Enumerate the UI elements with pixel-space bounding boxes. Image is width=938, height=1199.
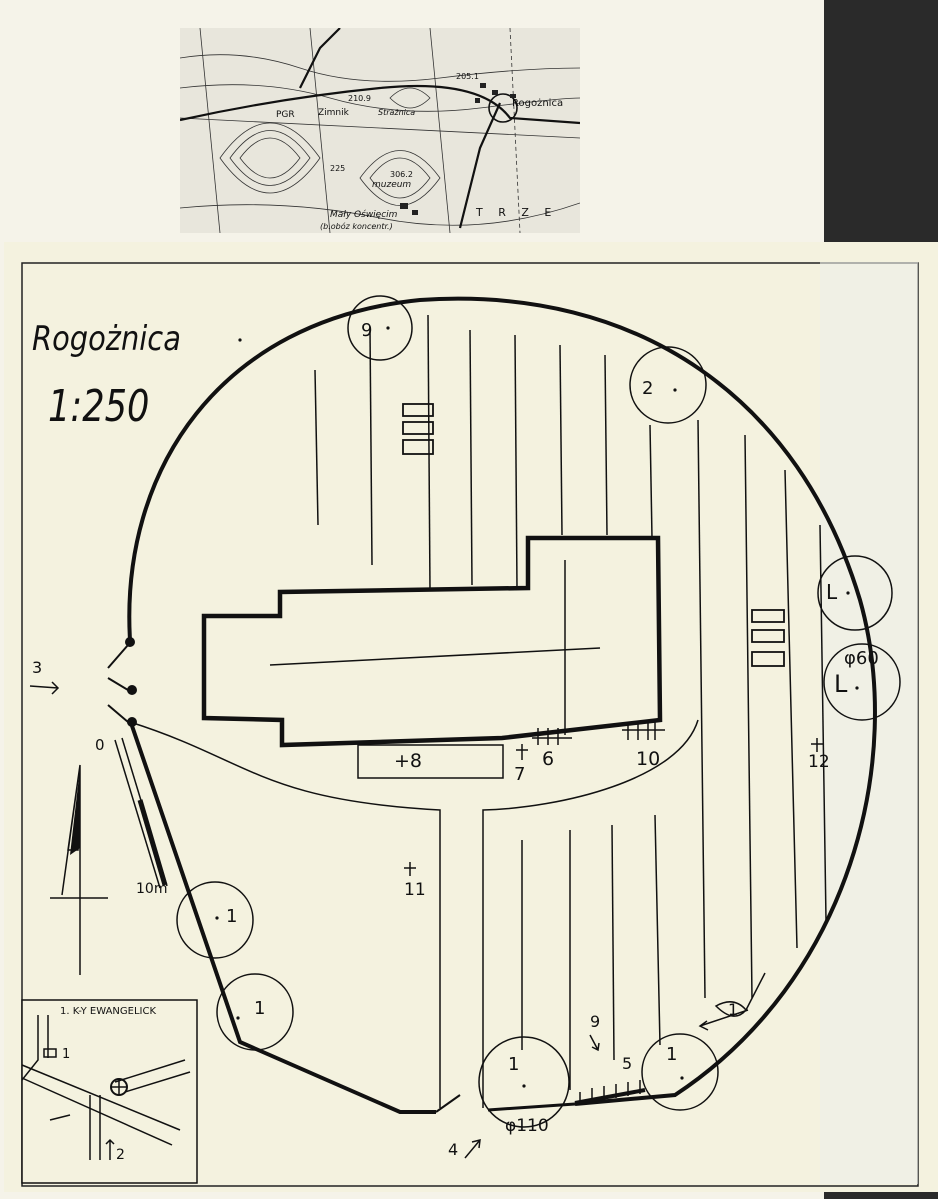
grave-rows-south: [521, 814, 661, 1090]
gate-post: [125, 637, 135, 647]
marker-5: 5: [622, 1054, 633, 1073]
plan-scale: 1:250: [48, 381, 150, 432]
grave-circles: [176, 295, 901, 1128]
north-arrow: [50, 764, 108, 975]
marker-12: 12: [808, 752, 830, 772]
grave-label-L1: L: [826, 580, 838, 604]
marker-10m: 10m: [136, 881, 168, 897]
annex-8: [357, 744, 504, 779]
arrow-4: [464, 1139, 481, 1159]
marker-6: 6: [542, 748, 555, 770]
grave-label-1e: 1: [508, 1054, 520, 1075]
arrow-grave-1-tail: [745, 972, 766, 1011]
boundary-wall-southwest: [128, 719, 436, 1114]
inset-label: 1. K-Y EWANGELICK: [60, 1006, 157, 1017]
arrow-grave-1: [698, 1009, 749, 1031]
arrow-3: [29, 681, 60, 695]
gate-lines: [107, 644, 129, 723]
gate-leaf: [435, 1094, 461, 1113]
grave-label-L2-diameter: φ60: [844, 648, 879, 669]
marker-8: +8: [394, 750, 423, 772]
grave-label-2: 2: [642, 378, 654, 399]
grave-slabs-east: [751, 609, 785, 667]
topo-label-village: Zimnik: [318, 108, 349, 118]
topo-map-drawing: [180, 28, 580, 233]
topo-label-height-4: 205.1: [456, 72, 479, 81]
church-axis: [269, 647, 601, 666]
inset-cross: [111, 1079, 127, 1095]
topo-label-muzeum: muzeum: [372, 180, 412, 190]
grave-label-L2: L: [834, 670, 848, 698]
marker-11: 11: [404, 880, 426, 900]
fence-south: [574, 1088, 646, 1105]
topo-label-camp-sub: (b.obóz koncentr.): [320, 222, 393, 231]
grave-label-9: 9: [361, 320, 373, 341]
grave-label-1e-diameter: φ110: [505, 1116, 549, 1136]
grave-label-1a: 1: [226, 906, 238, 927]
grave-label-1c: 1: [728, 1000, 739, 1019]
paper-shade: [820, 262, 918, 1184]
topo-label-height-1: 210.9: [348, 94, 371, 103]
inset-church-symbol: [43, 1048, 57, 1058]
grave-label-1b: 1: [254, 998, 266, 1019]
path-east: [482, 719, 699, 1108]
marker-3: 3: [32, 658, 43, 677]
cemetery-boundary: [127, 296, 877, 1106]
grave-label-1d: 1: [666, 1044, 678, 1065]
topo-label-height-3: 306.2: [390, 170, 413, 179]
inset-number-2: 2: [116, 1147, 125, 1163]
marker-9: 9: [590, 1012, 601, 1031]
marker-7: 7: [514, 764, 526, 785]
topo-label-camp: Mały Oświęcim: [330, 210, 398, 220]
marker-4: 4: [448, 1140, 459, 1159]
grave-rows-north: [314, 314, 827, 999]
topographic-map-excerpt: Rogożnica Zimnik PGR Mały Oświęcim (b.ob…: [180, 28, 580, 233]
inset-number-1: 1: [62, 1047, 71, 1062]
plan-title: Rogożnica: [32, 319, 181, 359]
topo-label-height-2: 225: [330, 164, 346, 173]
grave-slabs-north: [402, 403, 434, 455]
crosses: [404, 722, 823, 1104]
boundary-wall-south: [487, 1102, 576, 1112]
topo-label-grid-letters: T R Z E: [476, 206, 558, 219]
gate-post: [127, 685, 137, 695]
grave-dots: [215, 326, 859, 1088]
marker-0: 0: [95, 736, 105, 754]
inset-arrow: [105, 1138, 115, 1160]
topo-label-straznica: Strażnica: [378, 108, 416, 117]
topo-label-town: Rogożnica: [512, 98, 564, 109]
scale-bar-fill: [137, 799, 168, 886]
arrow-9: [589, 1034, 600, 1052]
church-outline: [201, 535, 663, 748]
scale-bar-outline: [114, 739, 161, 889]
small-grave-1: [714, 1001, 747, 1017]
inset-roads: [21, 1015, 191, 1160]
topo-label-pgr: PGR: [276, 110, 295, 120]
path-west: [129, 721, 441, 1108]
marker-10: 10: [636, 748, 661, 770]
north-arrow-fill: [70, 768, 80, 855]
